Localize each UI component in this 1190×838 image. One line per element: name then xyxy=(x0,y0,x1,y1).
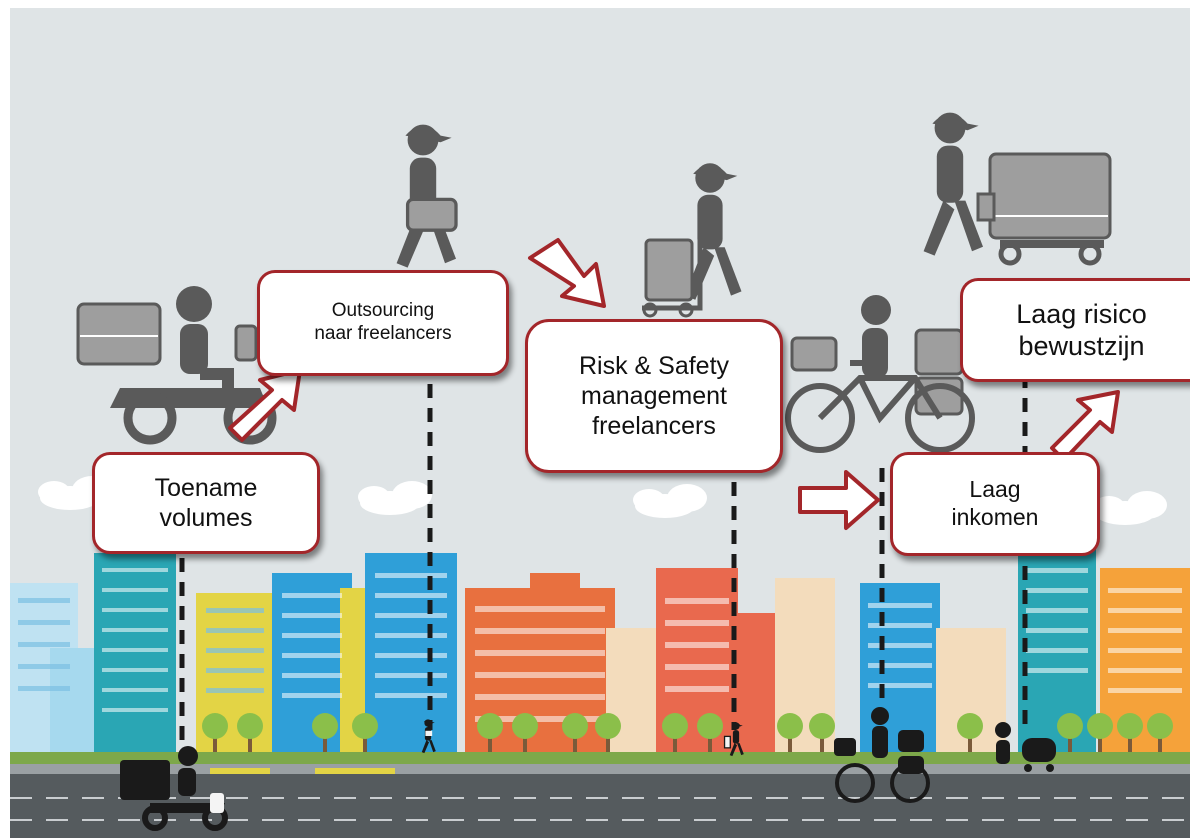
street-courier-walking-icon xyxy=(421,719,436,754)
label-outsourcing: Outsourcing naar freelancers xyxy=(257,270,509,376)
building-windows xyxy=(102,568,1182,722)
building xyxy=(1100,568,1190,758)
label-line: naar freelancers xyxy=(314,323,452,344)
label-line: volumes xyxy=(159,504,253,532)
street-courier-scooter-icon xyxy=(120,746,228,831)
label-laag-risico: Laag risico bewustzijn xyxy=(960,278,1190,382)
infographic-scene: Toename volumes Outsourcing naar freelan… xyxy=(10,8,1190,838)
arrow-icon xyxy=(228,238,1120,530)
label-line: Laag risico xyxy=(1016,298,1147,329)
label-risk-safety: Risk & Safety management freelancers xyxy=(525,319,783,473)
street-courier-trolley-icon xyxy=(723,722,744,757)
curb-yellow xyxy=(210,768,270,774)
grass-strip xyxy=(10,752,1190,764)
walking-courier-icon xyxy=(396,124,458,268)
building-windows-light xyxy=(18,598,264,693)
label-line: Risk & Safety xyxy=(578,352,730,380)
label-line: Toename xyxy=(154,474,258,502)
building xyxy=(530,573,580,593)
label-line: Laag xyxy=(969,476,1021,503)
label-laag-inkomen: Laag inkomen xyxy=(890,452,1100,556)
street-courier-bicycle-icon xyxy=(834,707,930,803)
label-line: management xyxy=(581,382,727,410)
label-toename-volumes: Toename volumes xyxy=(92,452,320,554)
trolley-courier-icon xyxy=(642,163,742,318)
sidewalk xyxy=(10,764,1190,774)
scooter-courier-icon xyxy=(76,286,277,445)
label-line: inkomen xyxy=(951,504,1039,530)
building xyxy=(272,573,352,758)
curb-yellow xyxy=(315,768,395,774)
label-line: freelancers xyxy=(592,412,716,440)
street-courier-cart-icon xyxy=(995,722,1056,772)
bicycle-courier-icon xyxy=(788,295,972,450)
building xyxy=(94,553,176,758)
label-line: bewustzijn xyxy=(1018,331,1145,361)
city-illustration xyxy=(10,8,1190,838)
cart-courier-icon xyxy=(923,112,1112,266)
label-line: Outsourcing xyxy=(331,300,435,322)
